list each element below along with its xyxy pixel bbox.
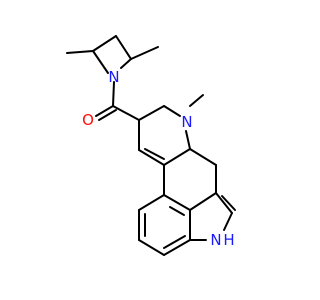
indole-nitrogen-label: N [210,231,221,249]
bond-ring-c [163,194,191,211]
bond-carbonyl-double [95,105,114,117]
bond-ring-d [163,105,181,117]
bond-ring-c [189,192,217,211]
bond-ring-d-double [138,149,165,166]
bond-ring-a [138,194,165,211]
bond-azetidine [115,35,132,60]
bond-methyl [66,50,94,54]
bond-ring-d [185,130,191,150]
bond-ring-b [215,192,233,214]
ring-nitrogen-label: N [181,113,192,131]
bond-ring-a-inner [163,235,186,249]
bond-ring-d [138,105,165,121]
bond-ring-d-double [144,148,165,160]
azetidine-nitrogen-label: N [108,68,119,86]
carbonyl-oxygen-label: O [82,111,94,129]
indole-hydrogen-label: H [223,231,234,249]
bond-methyl [189,94,204,107]
bond-carbonyl-double [98,109,117,121]
bond-ring-b-inner [221,195,236,211]
bond-azetidine [92,35,117,52]
bond-azetidine [120,58,132,69]
bond-ring-a-inner [169,206,185,216]
bond-ring-b [223,212,233,231]
bond-methyl [130,46,159,60]
bond-n-carbonyl [112,81,115,107]
bond-ring-a [138,239,165,256]
bond-ring-c [189,148,217,166]
bond-ring-d [163,148,191,166]
ergoline-structure-diagram: N O N N H [66,35,236,256]
bond-ring-a [163,239,191,256]
bond-azetidine [92,50,109,74]
bond-carbonyl-chain [112,105,140,121]
